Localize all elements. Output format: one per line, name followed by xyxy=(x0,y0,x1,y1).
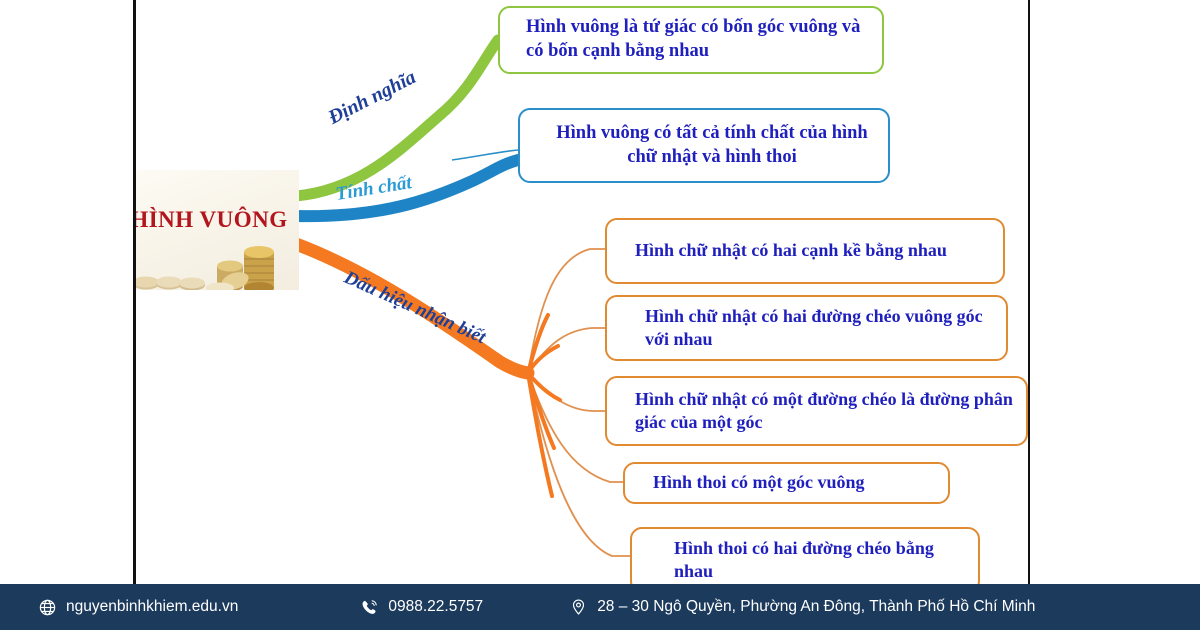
center-node[interactable]: HÌNH VUÔNG xyxy=(136,170,299,290)
footer-address[interactable]: 28 – 30 Ngô Quyền, Phường An Đông, Thành… xyxy=(567,596,1035,618)
footer-bar: nguyenbinhkhiem.edu.vn 0988.22.5757 28 –… xyxy=(0,584,1200,630)
footer-address-text: 28 – 30 Ngô Quyền, Phường An Đông, Thành… xyxy=(597,598,1036,615)
node-box-dau-hieu-4[interactable]: Hình thoi có một góc vuông xyxy=(623,462,950,504)
globe-icon xyxy=(36,596,58,618)
node-text: Hình thoi có hai đường chéo bằng nhau xyxy=(674,537,934,581)
node-box-tinh-chat-1[interactable]: Hình vuông có tất cả tính chất của hình … xyxy=(518,108,890,183)
footer-website-text: nguyenbinhkhiem.edu.vn xyxy=(66,598,239,615)
node-text: Hình thoi có một góc vuông xyxy=(653,472,865,493)
node-box-dau-hieu-1[interactable]: Hình chữ nhật có hai cạnh kề bằng nhau xyxy=(605,218,1005,284)
node-text: Hình chữ nhật có hai cạnh kề bằng nhau xyxy=(635,240,947,261)
node-text: Hình vuông có tất cả tính chất của hình … xyxy=(556,122,868,167)
center-node-label: HÌNH VUÔNG xyxy=(136,207,288,232)
phone-ringing-icon xyxy=(358,596,380,618)
node-box-dau-hieu-5[interactable]: Hình thoi có hai đường chéo bằng nhau xyxy=(630,527,980,593)
footer-phone[interactable]: 0988.22.5757 xyxy=(358,596,483,618)
coins-image xyxy=(136,246,274,290)
footer-website[interactable]: nguyenbinhkhiem.edu.vn xyxy=(36,596,238,618)
node-box-dau-hieu-3[interactable]: Hình chữ nhật có một đường chéo là đường… xyxy=(605,376,1028,446)
node-text: Hình vuông là tứ giác có bốn góc vuông v… xyxy=(526,17,861,61)
node-box-dinh-nghia-1[interactable]: Hình vuông là tứ giác có bốn góc vuông v… xyxy=(498,6,884,74)
node-text: Hình chữ nhật có hai đường chéo vuông gó… xyxy=(645,305,983,349)
node-text: Hình chữ nhật có một đường chéo là đường… xyxy=(635,388,1013,432)
footer-phone-text: 0988.22.5757 xyxy=(388,598,484,615)
map-pin-icon xyxy=(567,596,589,618)
node-box-dau-hieu-2[interactable]: Hình chữ nhật có hai đường chéo vuông gó… xyxy=(605,295,1008,361)
